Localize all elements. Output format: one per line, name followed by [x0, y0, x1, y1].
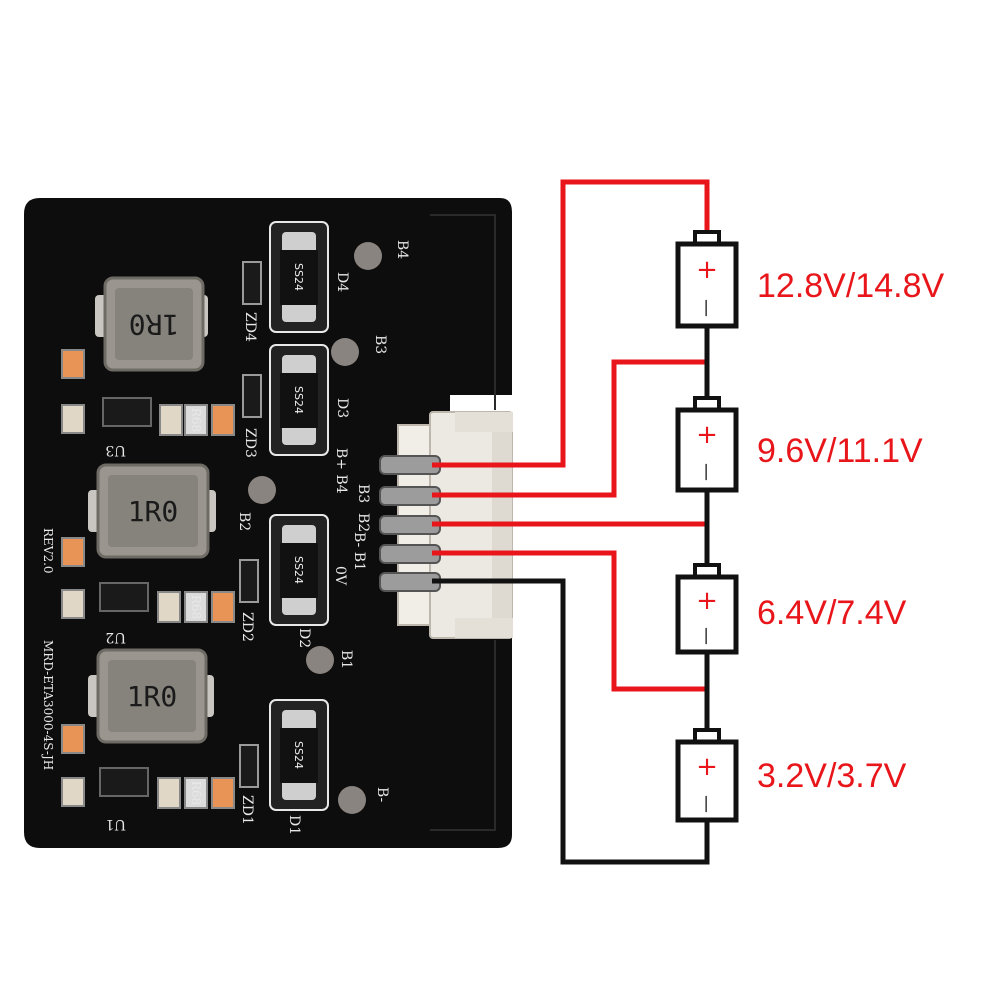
- silk-pin-b4: B+ B4: [333, 448, 349, 494]
- silk-pad-b3: B3: [372, 335, 388, 354]
- cell-4: + —: [675, 230, 739, 329]
- inductor-u3: 1R0: [95, 276, 208, 372]
- silk-u2: U2: [105, 629, 126, 645]
- silk-pad-b1: B1: [338, 650, 354, 669]
- voltage-label-1s: 3.2V/3.7V: [757, 757, 907, 795]
- inductor-u2: 1R0: [88, 463, 216, 559]
- cell-2: + —: [675, 563, 739, 655]
- balance-wires: [432, 179, 710, 865]
- diode-d3-code: SS24: [292, 386, 305, 414]
- silk-u1: U1: [105, 816, 126, 832]
- diode-d2: SS24: [269, 514, 329, 626]
- resistor-code-3: R68: [189, 781, 203, 805]
- silk-d3: D3: [334, 398, 350, 418]
- cell-2-plus: +: [696, 586, 718, 616]
- diode-d3: SS24: [269, 344, 329, 456]
- voltage-label-4s: 12.8V/14.8V: [757, 267, 944, 305]
- silk-d1: D1: [286, 815, 302, 835]
- silkscreen-labels: B4 B3 B2 B1 B- D4 D3 D2 D1 ZD4 ZD3 ZD2 Z…: [41, 240, 410, 835]
- smd-components: [61, 261, 262, 809]
- resistor-code-1: R68: [189, 408, 203, 432]
- silk-zd2: ZD2: [239, 612, 255, 642]
- silk-pin-b3: B3: [355, 484, 371, 503]
- wire-b4: [432, 179, 710, 468]
- wire-b1: [432, 550, 707, 692]
- silk-pad-b2: B2: [236, 512, 252, 531]
- silk-zd4: ZD4: [242, 312, 258, 342]
- cell-3-minus: —: [696, 463, 717, 481]
- cell-1-minus: —: [696, 795, 717, 813]
- silk-pin-b1: B- B1: [351, 532, 367, 571]
- silk-zd1: ZD1: [239, 795, 255, 825]
- cell-1: + —: [675, 728, 739, 823]
- silk-pad-bminus: B-: [374, 787, 390, 803]
- silk-zd3: ZD3: [242, 428, 258, 458]
- voltage-label-2s: 6.4V/7.4V: [757, 594, 907, 632]
- silk-pin-0v: 0V: [332, 566, 348, 586]
- wire-0v: [432, 578, 710, 865]
- silk-pad-b4: B4: [394, 240, 410, 259]
- diode-d1: SS24: [269, 699, 329, 811]
- diode-d1-code: SS24: [292, 741, 305, 769]
- diode-d2-code: SS24: [292, 556, 305, 584]
- inductor-u1: 1R0: [88, 648, 214, 744]
- silk-u3: U3: [105, 442, 126, 458]
- wire-b3: [432, 359, 707, 498]
- cell-4-minus: —: [696, 299, 717, 317]
- silk-pin-b2: B2: [355, 513, 371, 532]
- cell-1-plus: +: [696, 752, 718, 782]
- resistor-code-2: R68: [189, 595, 203, 619]
- inductor-u1-value: 1R0: [127, 680, 178, 713]
- silk-d2: D2: [296, 628, 312, 648]
- inductor-u2-value: 1R0: [128, 495, 179, 528]
- silk-part-number: MRD-ETA3000-4S-JH: [41, 640, 55, 770]
- silk-revision: REV2.0: [41, 528, 55, 574]
- cell-3: + —: [675, 396, 739, 493]
- solder-pads: [248, 242, 382, 814]
- diode-d4: SS24: [269, 221, 329, 333]
- cell-2-minus: —: [696, 627, 717, 645]
- voltage-label-3s: 9.6V/11.1V: [757, 432, 923, 470]
- cell-4-plus: +: [696, 255, 718, 285]
- cell-3-plus: +: [696, 420, 718, 450]
- diode-d4-code: SS24: [292, 263, 305, 291]
- silk-d4: D4: [334, 272, 350, 292]
- inductor-u3-value: 1R0: [129, 308, 180, 341]
